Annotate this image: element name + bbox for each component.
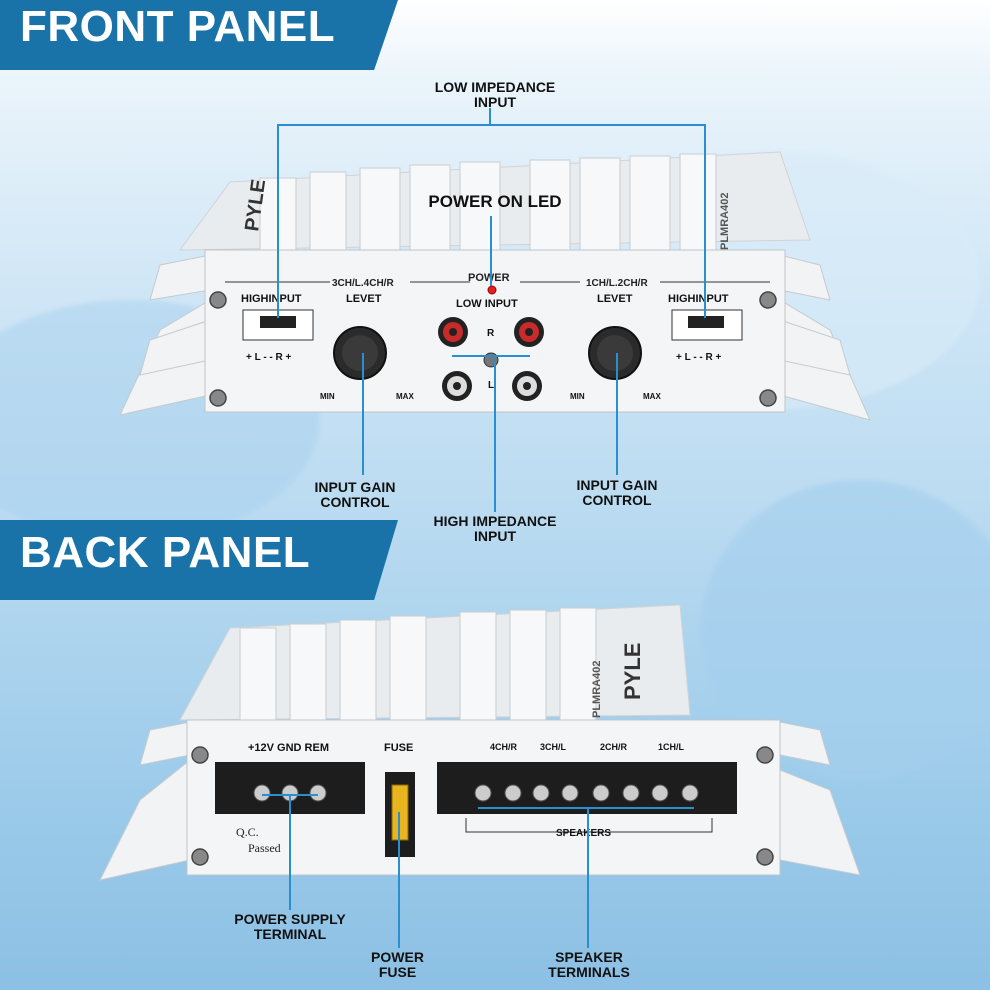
left-gain-callout: INPUT GAIN CONTROL (314, 479, 396, 510)
screw-icon (209, 291, 777, 407)
left-pins-label: + L - - R + (246, 352, 292, 363)
low-impedance-callout: LOW IMPEDANCE INPUT (434, 79, 556, 110)
right-gain-callout: INPUT GAIN CONTROL (576, 477, 658, 508)
left-min-label: MIN (320, 392, 335, 401)
right-pins-label: + L - - R + (676, 352, 722, 363)
back-panel-banner: BACK PANEL (0, 520, 398, 600)
rca-jack-icon (438, 317, 544, 401)
right-min-label: MIN (570, 392, 585, 401)
back-brand: PYLE (620, 643, 645, 700)
right-highinput-label: HIGHINPUT (668, 293, 729, 305)
power-supply-callout: POWER SUPPLY TERMINAL (234, 911, 346, 942)
power-terminals-label: +12V GND REM (248, 742, 329, 754)
back-model: PLMRA402 (591, 661, 603, 718)
low-input-label: LOW INPUT (456, 298, 518, 310)
right-level-label: LEVET (597, 293, 633, 305)
fuse-label: FUSE (384, 742, 413, 754)
front-panel-banner: FRONT PANEL (0, 0, 398, 70)
left-highinput-label: HIGHINPUT (241, 293, 302, 305)
heatsink-fins (259, 153, 717, 251)
power-fuse-callout: POWER FUSE (371, 949, 424, 980)
passed-label: Passed (248, 841, 281, 855)
ch4r-label: 4CH/R (490, 742, 518, 752)
speaker-terminals-callout: SPEAKER TERMINALS (548, 949, 630, 980)
speakers-label: SPEAKERS (556, 828, 611, 839)
power-led-callout: POWER ON LED (428, 192, 562, 211)
ch1l-label: 1CH/L (658, 742, 685, 752)
ch3l-label: 3CH/L (540, 742, 567, 752)
left-max-label: MAX (396, 392, 414, 401)
left-channel-label: 3CH/L.4CH/R (332, 278, 394, 289)
rca-r-label: R (487, 328, 495, 339)
rca-l-label: L (488, 380, 494, 391)
qc-label: Q.C. (236, 825, 259, 839)
front-model: PLMRA402 (719, 193, 731, 250)
right-max-label: MAX (643, 392, 661, 401)
high-impedance-callout: HIGH IMPEDANCE INPUT (433, 513, 557, 544)
left-level-label: LEVET (346, 293, 382, 305)
right-channel-label: 1CH/L.2CH/R (586, 278, 648, 289)
power-label: POWER (468, 272, 510, 284)
ch2r-label: 2CH/R (600, 742, 628, 752)
